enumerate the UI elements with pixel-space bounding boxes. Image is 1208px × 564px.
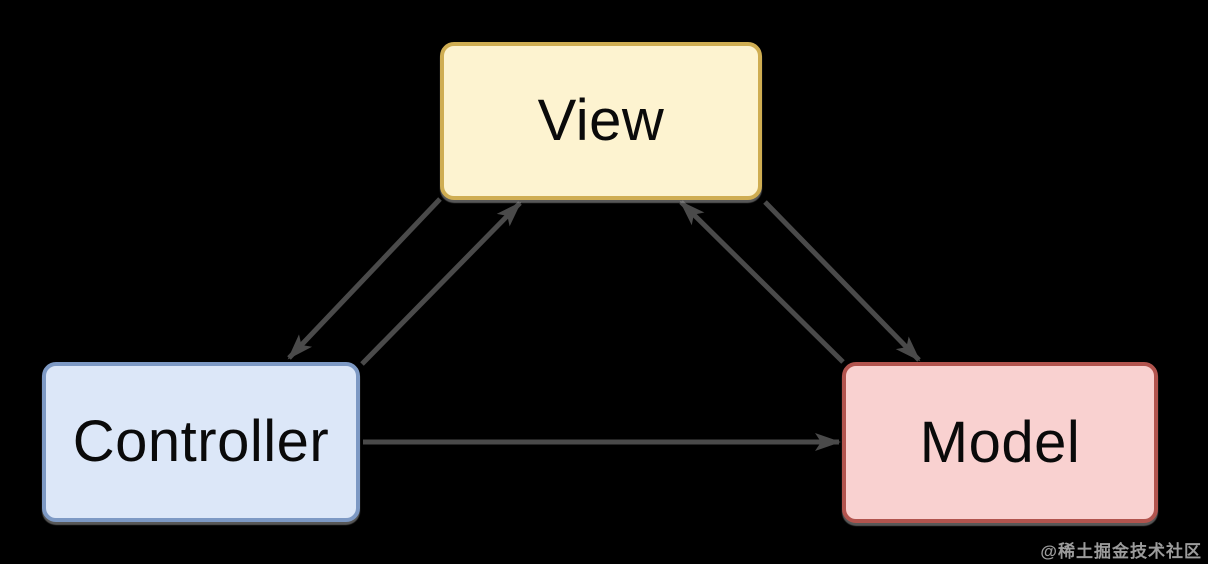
edge-view-to-controller bbox=[287, 197, 442, 360]
node-model-label: Model bbox=[919, 409, 1081, 475]
node-view-label: View bbox=[537, 88, 665, 153]
edge-model-to-view bbox=[679, 200, 845, 364]
edge-view-to-model bbox=[763, 200, 921, 362]
watermark: @稀土掘金技术社区 bbox=[1040, 542, 1202, 561]
node-controller-label: Controller bbox=[72, 409, 330, 474]
edge-controller-to-view bbox=[360, 201, 522, 366]
node-view: View bbox=[440, 42, 762, 200]
node-controller: Controller bbox=[42, 362, 360, 522]
node-model: Model bbox=[842, 362, 1158, 523]
